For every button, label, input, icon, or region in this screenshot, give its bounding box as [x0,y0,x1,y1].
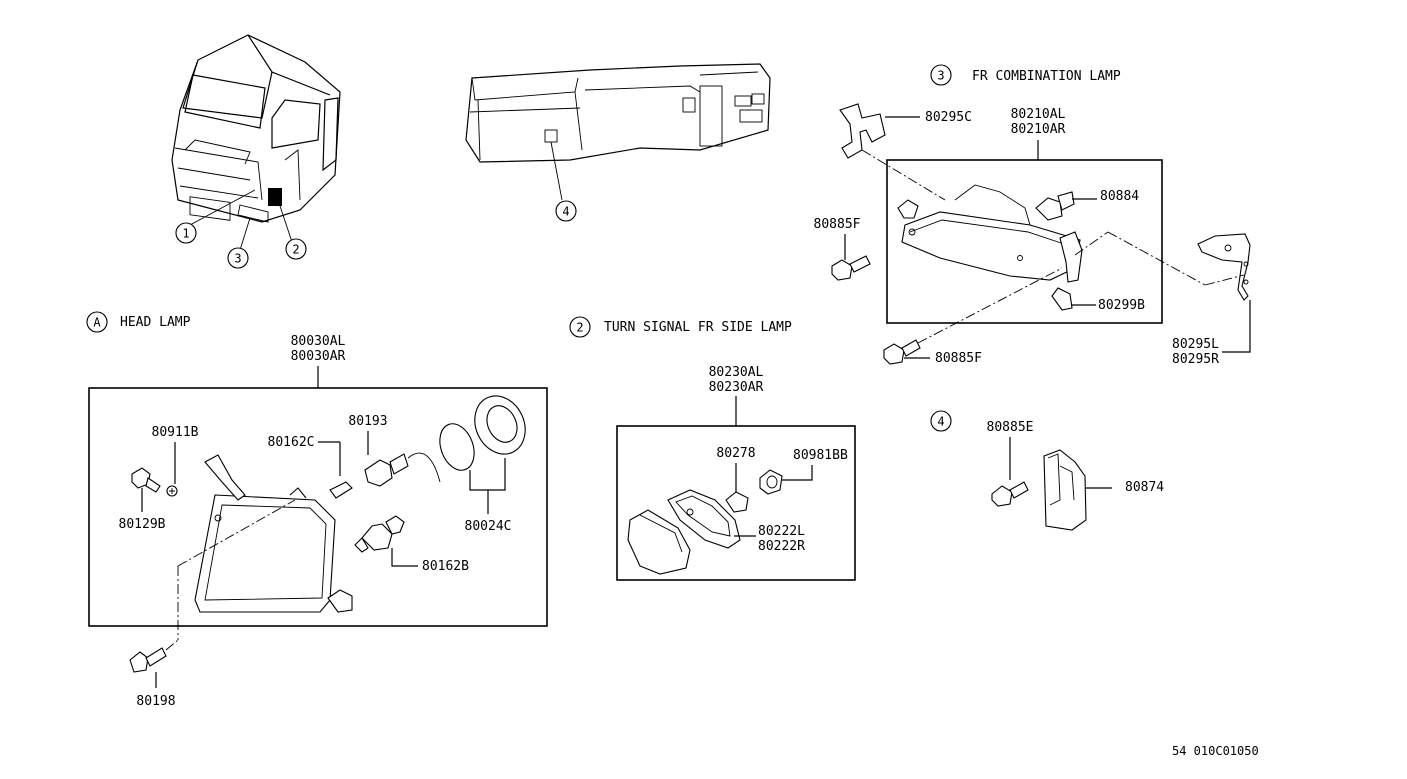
part-80222R: 80222R [758,539,805,554]
callout-2: 2 [285,238,307,260]
part-80295R: 80295R [1172,352,1219,367]
part-80129B: 80129B [119,517,166,532]
part-80295L: 80295L [1172,337,1219,352]
part-80024C: 80024C [465,519,512,534]
bulb-80162C [329,481,353,499]
turn-signal-lens [627,509,691,575]
section-4-header: 4 [930,410,952,432]
section-a-header: A HEAD LAMP [86,311,191,333]
bulb-80884 [1035,191,1075,221]
callout-4-dash: 4 [555,200,577,222]
svg-text:3: 3 [234,252,241,266]
part-80230AR: 80230AR [709,380,764,395]
part-80874: 80874 [1125,480,1164,495]
combination-lamp-assembly [897,184,1083,283]
svg-text:2: 2 [292,243,299,257]
turn-signal-title: TURN SIGNAL FR SIDE LAMP [604,320,792,335]
drawing-code: 54 010C01050 [1172,744,1259,758]
section-2-header: 2 TURN SIGNAL FR SIDE LAMP [569,316,792,338]
turn-signal-box [616,425,856,581]
part-80885E: 80885E [987,420,1034,435]
part-80198: 80198 [136,694,175,709]
cap-80024C [439,395,526,471]
part-80162B: 80162B [422,559,469,574]
part-80030AR: 80030AR [291,349,346,364]
head-lamp-box [88,387,548,627]
turn-signal-location-marker [268,188,282,206]
turn-signal-housing [667,489,741,549]
adjuster-screws [131,467,178,497]
part-80911B: 80911B [152,425,199,440]
head-lamp-title: HEAD LAMP [120,315,191,330]
bolt-80885F-a [831,255,871,281]
part-80278: 80278 [716,446,755,461]
part-80885F-b: 80885F [935,351,982,366]
part-80193: 80193 [348,414,387,429]
dashboard-illustration [465,63,771,201]
part-80210AL: 80210AL [1011,107,1066,122]
svg-text:3: 3 [937,69,944,83]
svg-text:4: 4 [562,205,569,219]
part-80222L: 80222L [758,524,805,539]
part-80210AR: 80210AR [1011,122,1066,137]
bracket-80295LR [1197,233,1251,301]
part-80030AL: 80030AL [291,334,346,349]
bulb-80278 [725,491,749,513]
bulb-80193 [364,452,441,487]
socket-80981BB [759,469,783,495]
part-80295C: 80295C [925,110,972,125]
bolt-80885E [991,481,1029,507]
part-80885F-a: 80885F [814,217,861,232]
head-lamp-assembly [194,454,353,613]
callout-1: 1 [175,222,197,244]
svg-text:1: 1 [182,227,189,241]
cover-80874 [1043,449,1087,531]
bolt-80885F-b [883,339,921,365]
bolt-80198 [129,647,167,673]
part-80884: 80884 [1100,189,1139,204]
truck-cab-illustration [171,34,341,251]
part-80981BB: 80981BB [793,448,848,463]
svg-text:2: 2 [576,321,583,335]
combination-lamp-title: FR COMBINATION LAMP [972,69,1121,84]
section-3-header: 3 FR COMBINATION LAMP [930,64,1121,86]
svg-text:A: A [93,316,101,330]
callout-3: 3 [227,247,249,269]
combination-lamp-box [886,159,1163,324]
part-80162C: 80162C [268,435,315,450]
svg-text:4: 4 [937,415,944,429]
part-80299B: 80299B [1098,298,1145,313]
bulb-80299B [1051,287,1073,311]
bulb-80162B [354,515,405,553]
bracket-80295C [839,103,886,159]
part-80230AL: 80230AL [709,365,764,380]
